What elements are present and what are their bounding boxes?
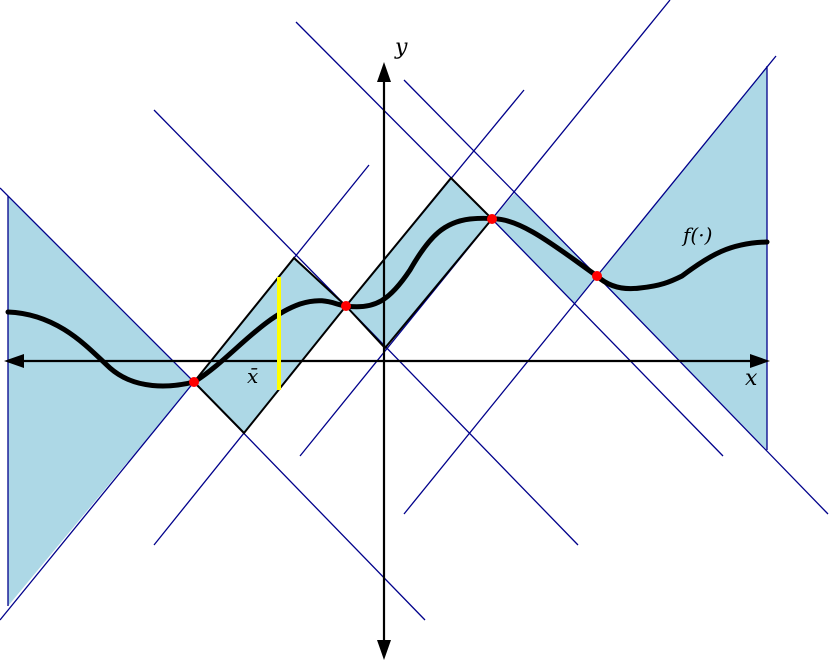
cone-lines: [0, 0, 829, 621]
sample-point-3: [487, 214, 497, 224]
sample-point-4: [592, 271, 602, 281]
axes: [22, 78, 752, 642]
diamond-region-2: [346, 178, 492, 348]
sample-point-2: [341, 301, 351, 311]
right-cone-region: [597, 66, 767, 450]
function-curve: [5, 215, 770, 389]
y-axis-label: y: [394, 35, 408, 60]
x-bar-label: x̄: [247, 364, 258, 388]
diamond-region-3: [492, 193, 597, 303]
shaded-regions: [8, 66, 767, 606]
x-axis-right-arrow-icon: [750, 354, 770, 368]
sample-points: [189, 214, 602, 387]
x-axis-left-arrow-icon: [4, 354, 24, 368]
y-axis-up-arrow-icon: [377, 62, 391, 82]
left-cone-region: [8, 196, 194, 606]
x-axis-label: x: [745, 366, 758, 391]
sample-point-1: [189, 377, 199, 387]
axis-arrowheads: [4, 62, 770, 660]
y-axis-down-arrow-icon: [377, 640, 391, 660]
function-label: f(·): [681, 223, 712, 247]
